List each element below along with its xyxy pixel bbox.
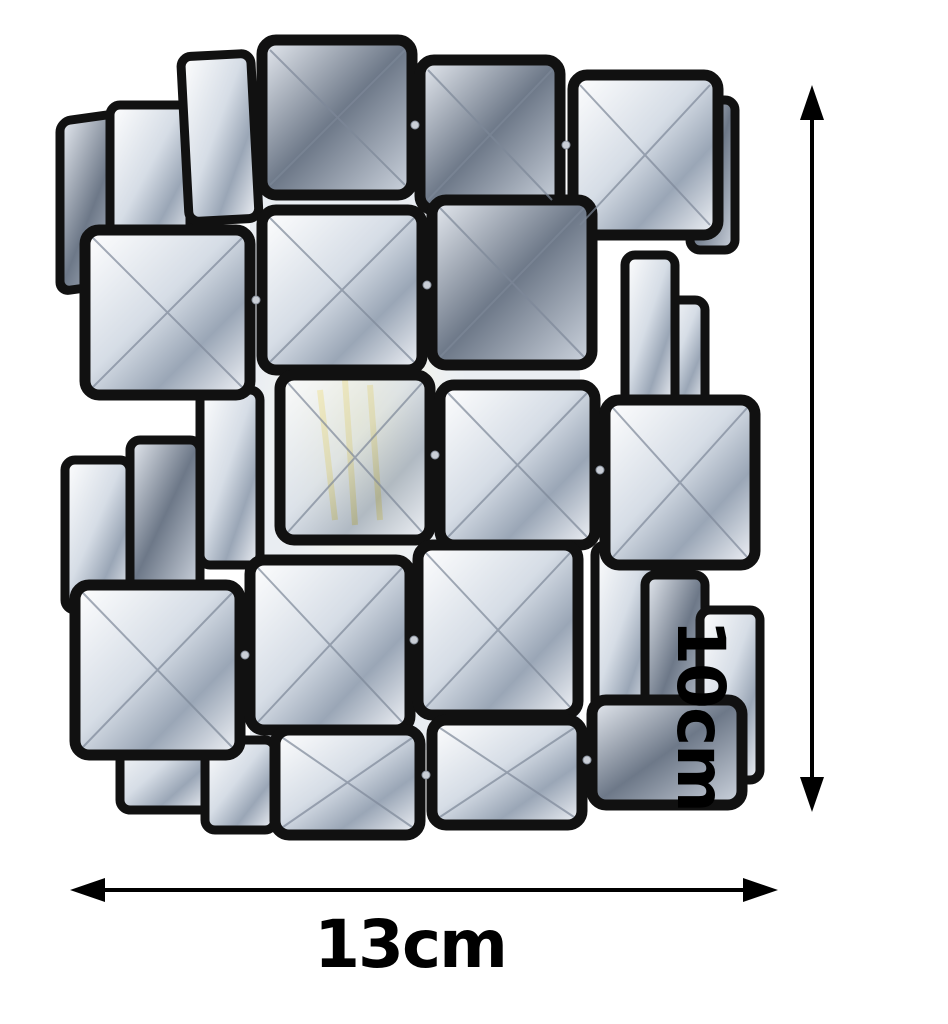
width-dimension-arrow — [70, 878, 778, 902]
arrow-left-icon — [70, 878, 105, 902]
height-dimension-arrow — [800, 85, 824, 812]
arrow-down-icon — [800, 777, 824, 812]
height-label: 10cm — [662, 619, 739, 811]
width-label: 13cm — [314, 906, 508, 983]
arrow-up-icon — [800, 85, 824, 120]
crystal-lamp-shade-icon — [55, 34, 765, 841]
arrow-right-icon — [743, 878, 778, 902]
